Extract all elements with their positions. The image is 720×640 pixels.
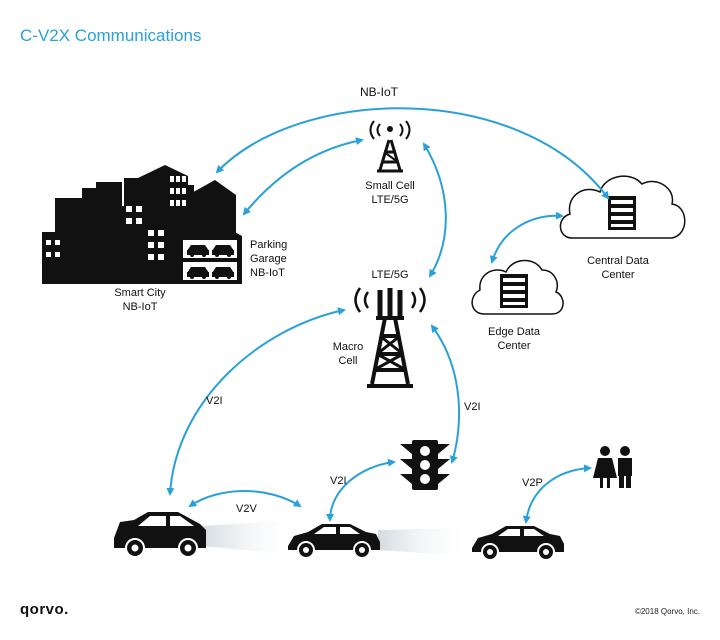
v2p-label: V2P	[522, 477, 543, 489]
edge-data-center-label-line2: Center	[497, 340, 530, 352]
central-data-center-cloud-icon	[559, 175, 686, 239]
small-cell-label-line2: LTE/5G	[371, 194, 408, 206]
central-server-icon	[608, 196, 636, 230]
central-data-center-label-line2: Center	[601, 269, 634, 281]
macro-cell-tech-label: LTE/5G	[371, 269, 408, 281]
traffic-light-icon	[400, 440, 450, 490]
macro-cell-label-line2: Cell	[339, 355, 358, 367]
suv-icon	[114, 512, 206, 558]
pedestrians-icon	[593, 446, 632, 488]
edge-server-icon	[500, 274, 528, 308]
small-cell-tower-icon	[369, 120, 411, 173]
v2i-right-label: V2I	[464, 401, 481, 413]
parking-garage-label-line3: NB-IoT	[250, 267, 285, 279]
smart-city-label-line2: NB-IoT	[123, 301, 158, 313]
v2i-center-label: V2I	[330, 475, 347, 487]
parking-garage-label-line1: Parking	[250, 239, 287, 251]
edge-to-central-arrow	[489, 211, 564, 264]
v2i-center-arrow	[326, 458, 396, 522]
qorvo-logo: qorvo.	[20, 601, 69, 618]
central-data-center-label-line1: Central Data	[587, 255, 650, 267]
edge-data-center-label-line1: Edge Data	[488, 326, 541, 338]
v2i-left-arrow	[166, 307, 346, 496]
parking-garage-label-line2: Garage	[250, 253, 287, 265]
v2v-label: V2V	[236, 503, 257, 515]
v2p-arrow	[522, 464, 592, 524]
small-cell-to-macro-arrow	[422, 142, 447, 278]
macro-cell-tower-icon	[354, 287, 426, 388]
v2v-arrow	[188, 490, 302, 508]
sports-car-icon	[471, 525, 565, 561]
sedan-icon	[287, 523, 381, 559]
headlight-beam	[200, 520, 300, 555]
macro-cell-label-line1: Macro	[333, 341, 364, 353]
headlight-beam	[378, 528, 470, 556]
small-cell-to-garage-arrow	[242, 137, 364, 216]
small-cell-label-line1: Small Cell	[365, 180, 415, 192]
nb-iot-link-label: NB-IoT	[360, 85, 399, 99]
v2i-left-label: V2I	[206, 395, 223, 407]
copyright-text: ©2018 Qorvo, Inc.	[635, 607, 700, 616]
smart-city-buildings-icon	[42, 165, 242, 284]
edge-data-center-cloud-icon	[471, 259, 564, 315]
diagram-title: C-V2X Communications	[20, 26, 201, 45]
v2i-right-arrow	[430, 324, 461, 464]
smart-city-label-line1: Smart City	[114, 287, 166, 299]
